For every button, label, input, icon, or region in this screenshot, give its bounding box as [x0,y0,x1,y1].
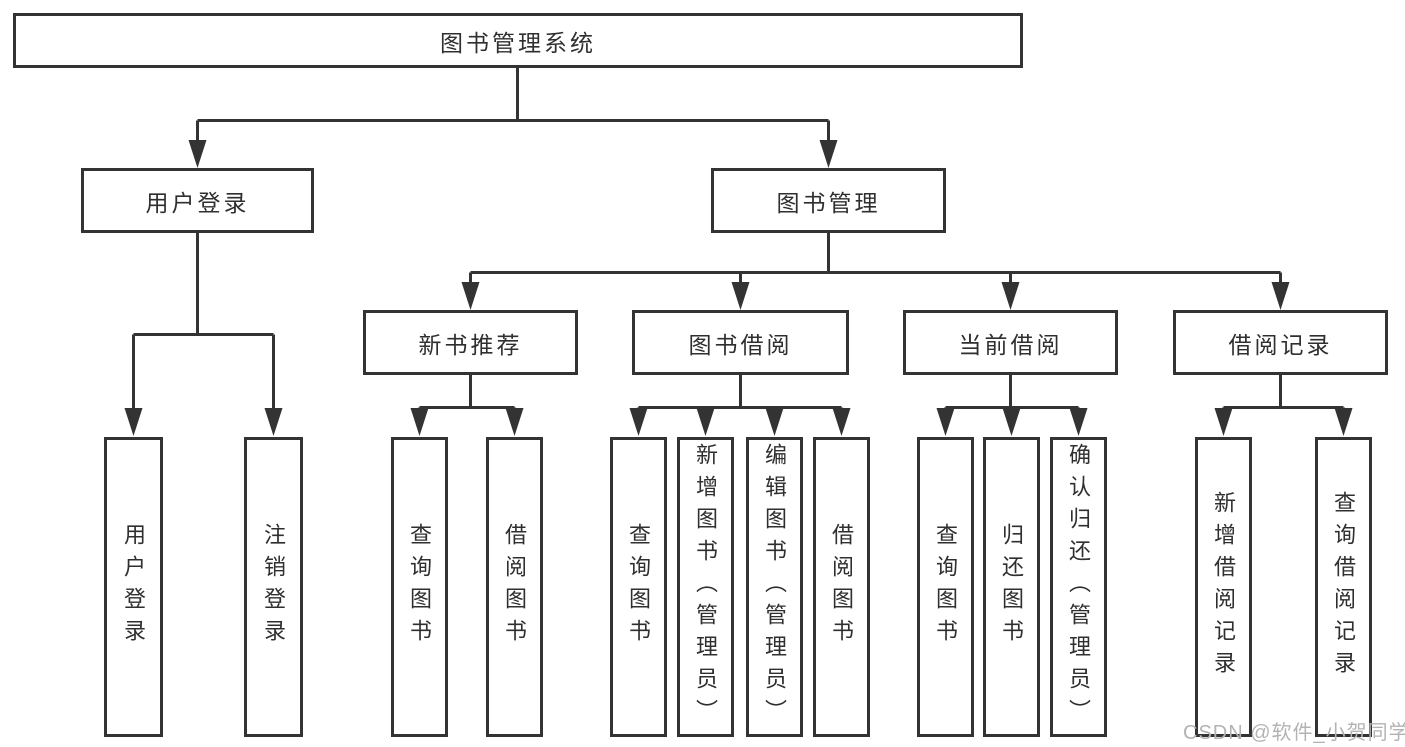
leaf-query-book-recommend-label: 查询图书 [407,523,433,651]
node-root: 图书管理系统 [13,13,1023,68]
leaf-borrow-book-recommend: 借阅图书 [486,437,543,737]
node-book-borrow-label: 图书借阅 [688,331,793,358]
leaf-add-book-admin: 新增图书（管理员） [677,437,734,737]
leaf-borrow-book: 借阅图书 [813,437,870,737]
watermark: CSDN @软件_小贺同学 [1183,722,1405,744]
node-new-book-recommend-label: 新书推荐 [418,331,523,358]
node-borrow-records: 借阅记录 [1173,310,1388,375]
leaf-query-borrow-record-label: 查询借阅记录 [1331,491,1357,683]
node-new-book-recommend: 新书推荐 [363,310,578,375]
leaf-query-book-borrow: 查询图书 [610,437,667,737]
node-current-borrow: 当前借阅 [903,310,1118,375]
leaf-borrow-book-recommend-label: 借阅图书 [502,523,528,651]
leaf-confirm-return-admin: 确认归还（管理员） [1050,437,1107,737]
leaf-add-borrow-record: 新增借阅记录 [1195,437,1252,737]
node-book-management: 图书管理 [711,168,946,233]
leaf-logout-login: 注销登录 [244,437,303,737]
leaf-add-book-admin-label: 新增图书（管理员） [693,443,719,731]
node-user-login-label: 用户登录 [145,189,250,216]
node-user-login: 用户登录 [81,168,314,233]
leaf-add-borrow-record-label: 新增借阅记录 [1211,491,1237,683]
leaf-return-book-label: 归还图书 [999,523,1025,651]
node-root-label: 图书管理系统 [440,29,596,56]
leaf-logout-login-label: 注销登录 [261,523,287,651]
leaf-query-book-recommend: 查询图书 [391,437,448,737]
leaf-user-login: 用户登录 [104,437,163,737]
leaf-user-login-label: 用户登录 [121,523,147,651]
leaf-edit-book-admin-label: 编辑图书（管理员） [762,443,788,731]
node-borrow-records-label: 借阅记录 [1228,331,1333,358]
node-current-borrow-label: 当前借阅 [958,331,1063,358]
arrowheads [124,140,1353,436]
leaf-edit-book-admin: 编辑图书（管理员） [746,437,803,737]
leaf-query-book-current: 查询图书 [917,437,974,737]
leaf-borrow-book-label: 借阅图书 [829,523,855,651]
leaf-return-book: 归还图书 [983,437,1040,737]
leaf-query-book-current-label: 查询图书 [933,523,959,651]
node-book-borrow: 图书借阅 [632,310,849,375]
leaf-confirm-return-admin-label: 确认归还（管理员） [1066,443,1092,731]
leaf-query-book-borrow-label: 查询图书 [626,523,652,651]
node-book-management-label: 图书管理 [776,189,881,216]
leaf-query-borrow-record: 查询借阅记录 [1315,437,1372,737]
